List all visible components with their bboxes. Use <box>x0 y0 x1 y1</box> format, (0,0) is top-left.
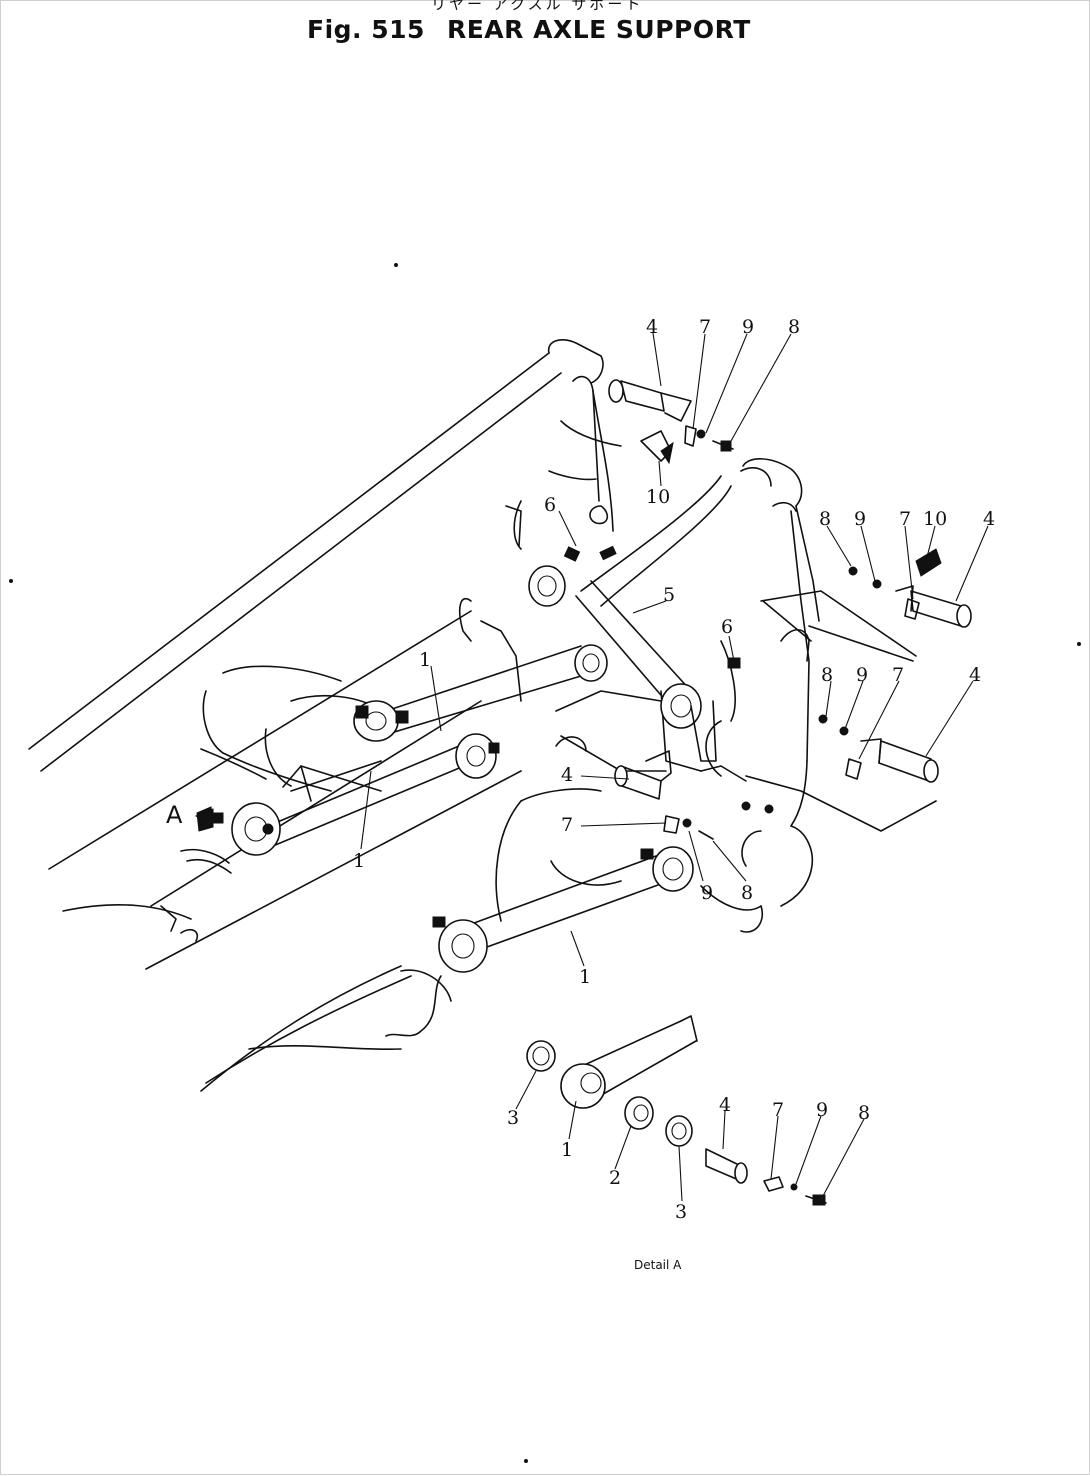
scan-specks <box>9 263 1081 1463</box>
callout-center-6a: 6 <box>544 494 556 516</box>
callout-right-lower-4: 4 <box>969 664 981 686</box>
callout-labels: 4 7 9 8 10 8 9 7 10 4 8 9 7 4 6 5 6 4 7 … <box>166 316 995 1272</box>
callout-top-8: 8 <box>788 316 800 338</box>
callout-detail-4: 4 <box>719 1094 731 1116</box>
callout-center-8: 8 <box>741 882 753 904</box>
callout-detail-8: 8 <box>858 1102 870 1124</box>
callout-top-10: 10 <box>646 486 670 508</box>
callout-top-4: 4 <box>646 316 658 338</box>
cross-rod-5 <box>528 467 772 762</box>
callout-top-9: 9 <box>742 316 754 338</box>
callout-center-7: 7 <box>561 814 573 836</box>
frame-rails <box>28 352 562 1092</box>
callout-right-upper-4: 4 <box>983 508 995 530</box>
link-rods <box>231 644 694 1037</box>
view-arrow-a <box>194 808 224 828</box>
callout-center-9: 9 <box>701 882 713 904</box>
callout-right-upper-8: 8 <box>819 508 831 530</box>
callout-right-upper-9: 9 <box>854 508 866 530</box>
callout-detail-9: 9 <box>816 1099 828 1121</box>
callout-detail-7: 7 <box>772 1099 784 1121</box>
callout-link-1c: 1 <box>579 966 591 988</box>
callout-link-1b: 1 <box>353 850 365 872</box>
callout-right-lower-9: 9 <box>856 664 868 686</box>
callout-center-5: 5 <box>663 584 675 606</box>
figure-subtitle-jp: リヤー アクスル サポート <box>431 0 644 13</box>
callout-right-upper-7: 7 <box>899 508 911 530</box>
callout-right-lower-7: 7 <box>892 664 904 686</box>
figure-number: Fig. 515 <box>307 15 425 44</box>
callout-detail-3a: 3 <box>507 1107 519 1129</box>
callout-link-1a: 1 <box>419 649 431 671</box>
axle-support-bracket <box>459 339 937 933</box>
callout-center-6b: 6 <box>721 616 733 638</box>
callout-detail-1: 1 <box>561 1139 573 1161</box>
callout-right-upper-10: 10 <box>923 508 947 530</box>
detail-a-caption: Detail A <box>634 1258 682 1272</box>
pin-assemblies <box>608 379 972 840</box>
figure-title: REAR AXLE SUPPORT <box>446 15 751 44</box>
callout-right-lower-8: 8 <box>821 664 833 686</box>
callout-center-4: 4 <box>561 764 573 786</box>
callout-detail-2: 2 <box>609 1167 621 1189</box>
callout-top-7: 7 <box>699 316 711 338</box>
leader-lines <box>360 332 989 1202</box>
view-marker-a: A <box>166 801 183 829</box>
figure-title-block: Fig. 515 REAR AXLE SUPPORT <box>307 15 751 44</box>
detail-a-exploded <box>526 1015 827 1206</box>
callout-detail-3b: 3 <box>675 1201 687 1223</box>
